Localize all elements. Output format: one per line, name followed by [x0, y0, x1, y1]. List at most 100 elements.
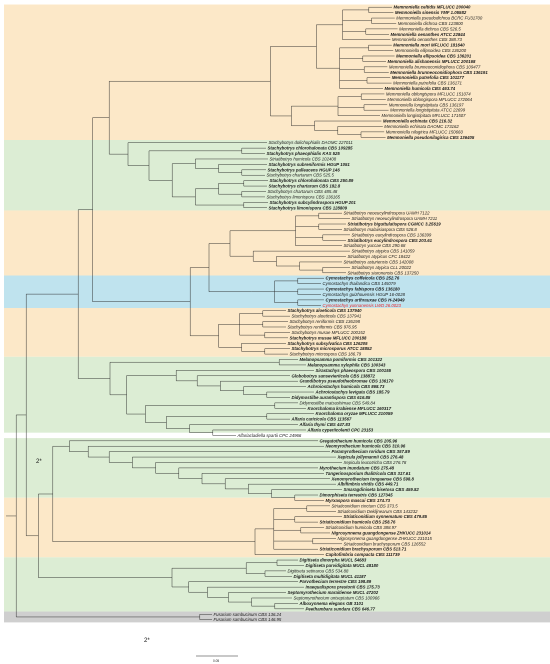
tip-label: Inaequalispora prestonii CBS 175.73 — [306, 585, 381, 590]
tip-label: Stachybotrys limonispora CBS 128809 — [269, 205, 348, 210]
tip-label: Striaticonidium synnematum CBS 479.85 — [344, 514, 428, 519]
node-marks: 2* 2* — [36, 459, 150, 644]
tip-label: Fusarium sambucinum CBS 146.95 — [214, 617, 282, 622]
tip-label: Striatibotrys siaronensis CBS 137250 — [348, 270, 420, 275]
tip-label: Memnoniella putrefolia CBS 136171 — [393, 81, 462, 86]
tip-label: Stachybotrys aloeticola CBS 137941 — [292, 314, 362, 319]
scale-bar: 0.05 — [196, 655, 238, 663]
tip-label: Stachybotrys chartarum CBS 485.48 — [268, 189, 338, 194]
band-orange — [4, 210, 550, 276]
tip-label: Achroiostachys humicola CBS 868.73 — [307, 384, 386, 389]
tip-label: Striatibotrys neoeucylindrospora UAMH 71… — [344, 211, 431, 216]
tip-label: Memnoniella humicola CBS 463.74 — [385, 86, 456, 91]
tip-label: Memnoniella echinata CBS 216.32 — [383, 119, 453, 124]
tip-label: Xepicula jollymannii CBS 276.48 — [337, 455, 405, 460]
tip-label: Smaragdiniseta bisetosa CBS 459.82 — [344, 487, 420, 492]
tip-label: Grandibotrys pseudotheobromae CBS 136170 — [300, 379, 394, 384]
band-green — [4, 557, 550, 612]
tip-label: Xepicula leucotricha CBS 276.78 — [343, 460, 407, 465]
tip-label: Digitiseta dimorpha MUCL 54683 — [300, 558, 367, 563]
tip-label: Neomyrothecium humicola CBS 310.96 — [326, 444, 406, 449]
tip-label: Stachybotrys dolichophialis DAOMC 227011 — [269, 140, 354, 145]
tip-label: Striatibotrys eucylindrospora CBS 203.61 — [348, 238, 433, 243]
tip-label: Striaticonidium cinctum CBS 373.5 — [332, 503, 399, 508]
tip-label: Peethambara sundara CBS 646.77 — [306, 606, 376, 611]
tip-label: Memnoniella oenanthes CBS 388.73 — [392, 37, 463, 42]
tip-label: Memnoniella longistipitata CBS 136197 — [389, 102, 465, 107]
tip-label: Koorchaloma oryzae MFLUCC 210059 — [316, 411, 394, 416]
tip-label: Memnoniella echinata DAOMC 173162 — [384, 124, 459, 129]
tip-label: Digitiseta multidigitata MUCL 41187 — [294, 574, 367, 579]
tip-label: Memnoniella pseudodichroa BCRC FU31700 — [396, 16, 483, 21]
tip-label: Memnoniella nilagirica MFLUCC 150660 — [386, 129, 464, 134]
tip-label: Stachybotrys chartarum CBS 182.8 — [269, 184, 341, 189]
tip-label: Cymostachys guizhouensis HGUP 16-0028 — [323, 292, 406, 297]
tip-label: Cymostachys thailandica CBS 145079 — [323, 281, 397, 286]
tip-label: Memnoniella mori MFLUCC 181640 — [393, 43, 465, 48]
tip-label: Striatibotrys neoeucylindrospora UAMH 72… — [352, 216, 438, 221]
tip-label: Gregatothecium humicola CBS 205.96 — [320, 438, 398, 443]
band-green — [4, 356, 550, 433]
tip-label: Stachybotrys reniformis CBS 976.95 — [288, 324, 358, 329]
tip-label: Striatibotrys malaiisiaspora CBS 528.8 — [344, 227, 418, 232]
tip-label: Myrxaspora mascai CBS 174.73 — [326, 498, 391, 503]
tip-label: Striatibotrys asturiensis CBS 142008 — [344, 259, 415, 264]
tip-label: Alfaria caricicola CBS 113567 — [291, 417, 352, 422]
band-gray — [4, 611, 550, 623]
tip-label: Didymostilbe matsushimae CBS 549.84 — [300, 400, 376, 405]
tip-label: Memnoniella sinensis YMF 1.05582 — [395, 10, 467, 15]
tip-label: Striatibotrys eucylindrospora CBS 136399 — [352, 232, 432, 237]
tip-label: Parvothecium terrestre CBS 198.89 — [300, 579, 372, 584]
tip-label: Capitofimbria compacta CBS 111739 — [326, 552, 401, 557]
tip-label: Globobotrys sansevieriicola CBS 138872 — [292, 373, 376, 378]
tip-label: Xenomyrothecium tongaense CBS 598.8 — [331, 476, 415, 481]
tip-label: Stachybotrys chartarum CBS 525.5 — [267, 173, 335, 178]
tip-label: Memnoniella oenanthes ATCC 22844 — [391, 32, 466, 37]
tip-label: Nigrosynnema guangdongense ZHKUCC 231014 — [332, 530, 432, 535]
tip-label: Memnoniella dichroa CBS 123800 — [398, 21, 464, 26]
tip-label: Striatibotrys atypica CBS 141059 — [352, 249, 416, 254]
tip-label: Striaticonidium humicola CBS 388.97 — [326, 525, 398, 530]
tip-label: Stachybotrys musae MFLUCC 200152 — [292, 330, 366, 335]
tree-branches — [6, 6, 398, 620]
tip-label: Striatibotrys humicola CBS 102408 — [270, 156, 337, 161]
tip-label: Stachybotrys musae MFLUCC 200188 — [290, 335, 368, 340]
tip-label: Digitiseta parvidigitata MUCL 48180 — [306, 563, 379, 568]
tip-label: Stachybotrys reniformis CBS 136198 — [290, 319, 361, 324]
tip-labels: Memnoniella celtidis MFLUCC 200040Memnon… — [214, 5, 489, 622]
tip-label: Alfaria cyperiicolenti CPC 23153 — [307, 427, 374, 432]
tip-label: Memnoniella ellipsoidea CBS 136201 — [396, 53, 472, 58]
tip-label: Memnoniella alishanensis MFLUCC 200168 — [388, 59, 476, 64]
tip-label: Melanopsamma xylophila CBS 100343 — [308, 362, 386, 367]
tip-label: Stachybotrys chlorohalonata CBS 109285 — [268, 146, 354, 151]
tip-label: Memnoniella brunneoconidiophora CBS 1094… — [389, 64, 481, 69]
tip-label: Memnoniella celtidis MFLUCC 200040 — [394, 5, 471, 10]
tip-label: Memnoniella oblongispora MFLUCC 172064 — [387, 97, 472, 102]
tip-label: Tangerinosporium thalitricola CBS 317.61 — [326, 471, 412, 476]
tip-label: Cymostachys coffeicola CBS 252.76 — [326, 276, 400, 281]
tip-label: Stachybotrys microsporus ATCC 18852 — [292, 346, 373, 351]
tip-label: Stachybotrys subreniformis HGUP 1051 — [269, 162, 351, 167]
tip-label: Nigrosynnema guangdongense ZHKUCC 231015 — [338, 536, 433, 541]
tip-label: Stachybotrys subsylvatica CBS 126205 — [288, 341, 369, 346]
tip-label: Striaticonidium brachysporum CBS 513.71 — [320, 547, 408, 552]
tip-label: Memnoniella ellipsoidea CBS 136200 — [395, 48, 467, 53]
band-green — [4, 140, 550, 211]
tip-label: Septomyrothecium uniseptatum CBS 100966 — [294, 595, 381, 600]
tip-label: Stachybotrys aloeticola CBS 137940 — [288, 308, 363, 313]
tip-label: Memnoniella longistipitata ATCC 22699 — [390, 108, 466, 113]
tip-label: Paramyrothecium roridum CBS 357.89 — [332, 449, 411, 454]
tip-label: Memnoniella putrefolia CBS 101177 — [392, 75, 465, 80]
tip-label: Albifimbria viridis CBS 449.71 — [337, 482, 400, 487]
tip-label: Striaticonidium humicola CBS 258.76 — [320, 520, 397, 525]
tip-label: Stachybotrys microspora CBS 186.79 — [290, 352, 362, 357]
tip-label: Memnoniella brunneoconidiophora CBS 1361… — [390, 70, 488, 75]
node-mark-upper: 2* — [36, 459, 42, 465]
tip-label: Cymostachys fabispora CBS 136180 — [326, 287, 401, 292]
tip-label: Striatibotrys atypicus CFC 18422 — [348, 254, 411, 259]
tip-label: Fusarium sambucinum CBS 136.24 — [214, 612, 282, 617]
tip-label: Didymostilbe aurantispora CBS 616.85 — [292, 395, 371, 400]
tip-label: Achroiostachys levigata CBS 185.79 — [315, 390, 391, 395]
